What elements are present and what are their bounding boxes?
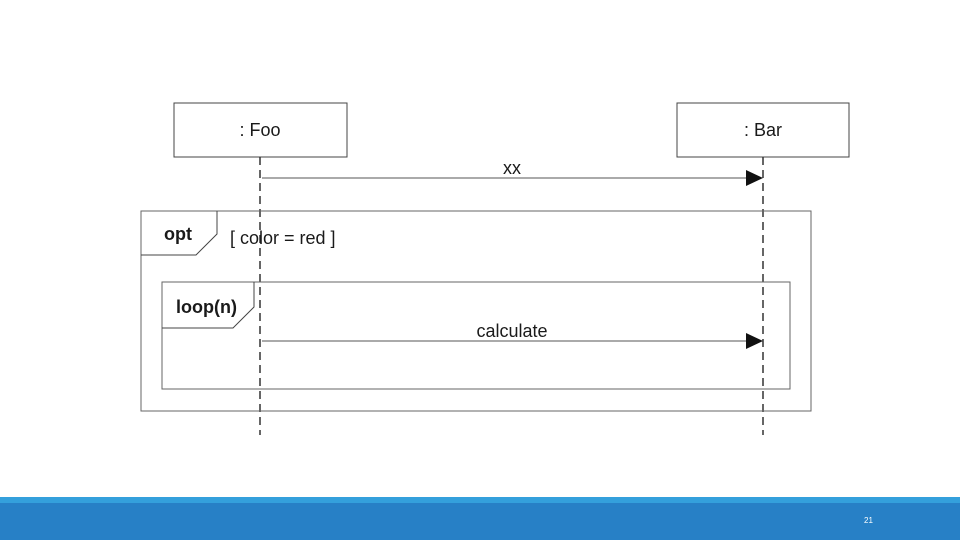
fragment-opt: opt [ color = red ]: [140, 210, 812, 412]
slide-number: 21: [864, 516, 873, 525]
fragment-loop-tab: [162, 282, 255, 329]
lifeline-bar-box: [676, 102, 850, 158]
fragment-loop-operator: loop(n): [176, 297, 237, 317]
fragment-opt-guard: [ color = red ]: [230, 228, 336, 248]
fragment-loop-frame: [161, 281, 791, 390]
fragment-opt-tab: [141, 211, 218, 256]
footer-stripe: [0, 497, 960, 503]
message-xx: xx: [262, 158, 763, 186]
lifeline-bar-label: : Bar: [744, 120, 782, 140]
fragment-opt-operator: opt: [164, 224, 192, 244]
message-calculate: calculate: [262, 321, 763, 349]
lifeline-foo-box: [173, 102, 348, 158]
lifeline-bar: : Bar: [676, 102, 850, 435]
sequence-diagram: : Foo : Bar xx opt [ color = red ] loop(…: [140, 102, 850, 435]
lifeline-foo-label: : Foo: [239, 120, 280, 140]
fragment-loop: loop(n): [161, 281, 791, 390]
message-xx-label: xx: [503, 158, 521, 178]
message-calculate-label: calculate: [476, 321, 547, 341]
footer-band: 21: [0, 497, 960, 540]
lifeline-foo: : Foo: [173, 102, 348, 435]
fragment-opt-frame: [140, 210, 812, 412]
